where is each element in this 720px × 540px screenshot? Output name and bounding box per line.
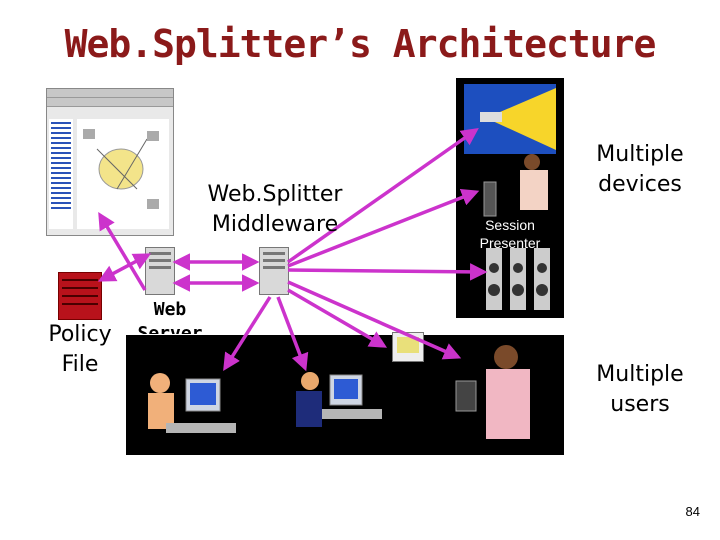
policy-file-icon xyxy=(58,272,102,320)
devices-label: Multiple devices xyxy=(570,140,710,200)
web-server-label: Web Server xyxy=(130,298,210,334)
users-panel xyxy=(126,335,564,455)
middleware-server-icon xyxy=(259,247,289,295)
policy-file-label-line2: File xyxy=(61,352,99,377)
session-label-line2: Presenter xyxy=(479,235,541,251)
slide-title: Web.Splitter’s Architecture xyxy=(64,22,657,66)
middleware-label-line2: Middleware xyxy=(211,212,339,237)
browser-screenshot xyxy=(46,88,174,236)
web-server-label-line1: Web xyxy=(153,299,187,320)
middleware-to-device-arrow xyxy=(287,188,480,268)
users-label-line1: Multiple xyxy=(596,362,684,387)
middleware-label-line1: Web.Splitter xyxy=(207,182,343,207)
middleware-to-speakers-arrow xyxy=(287,263,488,281)
middleware-to-pda-arrow xyxy=(287,288,388,348)
session-label-line1: Session xyxy=(485,217,535,233)
users-label: Multiple users xyxy=(570,360,710,420)
devices-label-line1: Multiple xyxy=(596,142,684,167)
devices-label-line2: devices xyxy=(598,172,682,197)
middleware-to-user3-arrow xyxy=(287,280,462,360)
policy-file-label-line1: Policy xyxy=(48,322,112,347)
page-number: 84 xyxy=(685,504,700,519)
middleware-to-user1-arrow xyxy=(223,296,272,371)
users-label-line2: users xyxy=(610,392,670,417)
middleware-to-user2-arrow xyxy=(276,296,309,372)
browser-nav-links xyxy=(49,119,73,229)
webserver-to-browser-arrow xyxy=(98,211,147,291)
pda-icon xyxy=(392,332,424,362)
policy-to-webserver-arrow xyxy=(97,253,152,282)
policy-file-label: Policy File xyxy=(30,320,130,380)
middleware-to-projector-arrow xyxy=(286,127,479,264)
middleware-label: Web.Splitter Middleware xyxy=(195,180,355,240)
web-server-label-line2: Server xyxy=(137,323,203,334)
browser-diagram-content xyxy=(77,119,169,229)
